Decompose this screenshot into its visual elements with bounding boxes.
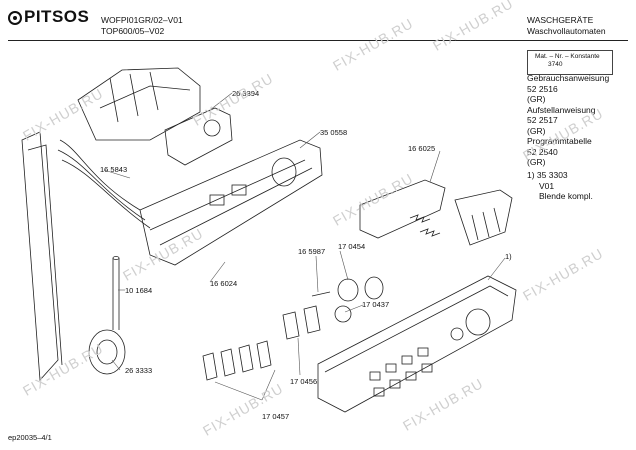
header-divider (8, 40, 628, 41)
doc-lang: (GR) (527, 157, 546, 167)
footnote: 1) 35 3303 V01 Blende kompl. (527, 170, 593, 202)
footnote-line-3: Blende kompl. (539, 191, 593, 201)
part-label: 17 0454 (338, 242, 366, 251)
footnote-line-2: V01 (539, 180, 555, 191)
doc-number: 52 2517 (527, 115, 558, 125)
button-part (282, 311, 300, 340)
part-label: 26 3394 (232, 89, 260, 98)
callout-label: 1) (505, 252, 512, 261)
model-line-2: TOP600/05–V02 (101, 26, 165, 36)
doc-title: Programmtabelle (527, 136, 592, 146)
knob-part (337, 278, 359, 302)
front-panel-part (317, 275, 517, 413)
part-label: 16 6024 (210, 279, 238, 288)
brand-name: PITSOS (24, 7, 90, 26)
model-line-1: WOFPI01GR/02–V01 (101, 15, 183, 25)
control-frame-part (139, 139, 323, 266)
part-label: 26 3333 (125, 366, 153, 375)
part-label: 10 1684 (125, 286, 153, 295)
part-label: 16 5987 (298, 247, 326, 256)
document-list: Gebrauchsanweisung 52 2516 (GR) Aufstell… (527, 73, 609, 168)
doc-number: 52 2540 (527, 146, 558, 157)
category-line-1: WASCHGERÄTE (527, 15, 594, 25)
category-line-2: Waschvollautomaten (527, 26, 606, 36)
doc-lang: (GR) (527, 125, 546, 136)
doc-lang: (GR) (527, 94, 546, 104)
part-label: 35 0558 (320, 128, 348, 137)
program-knob-part (88, 329, 126, 375)
control-module-part (164, 107, 233, 166)
category-info: WASCHGERÄTE Waschvollautomaten (527, 15, 606, 37)
side-panel-part (21, 131, 59, 381)
rod-part (112, 258, 120, 330)
switch-block-part (359, 179, 446, 239)
model-info: WOFPI01GR/02–V01 TOP600/05–V02 (101, 15, 183, 37)
brand-logo-icon (8, 11, 22, 25)
doc-title: Gebrauchsanweisung (527, 73, 610, 83)
part-label: 16 6025 (408, 144, 436, 153)
material-constant-value: 3740 (548, 61, 563, 68)
circuit-board-part (77, 67, 201, 141)
material-constant-box (527, 50, 613, 75)
brand-logo: PITSOS (8, 7, 89, 27)
part-label: 17 0437 (362, 300, 390, 309)
part-label: 17 0456 (290, 377, 318, 386)
wire-harness-part (59, 139, 141, 211)
part-label: 17 0457 (262, 412, 290, 421)
drawing-number: ep20035–4/1 (8, 433, 52, 442)
material-constant-label: Mat. – Nr. – Konstante (535, 53, 600, 60)
footnote-line-1: 1) 35 3303 (527, 170, 568, 180)
doc-title: Aufstellanweisung (527, 104, 596, 115)
part-label: 16 5843 (100, 165, 128, 174)
doc-number: 52 2516 (527, 83, 558, 94)
